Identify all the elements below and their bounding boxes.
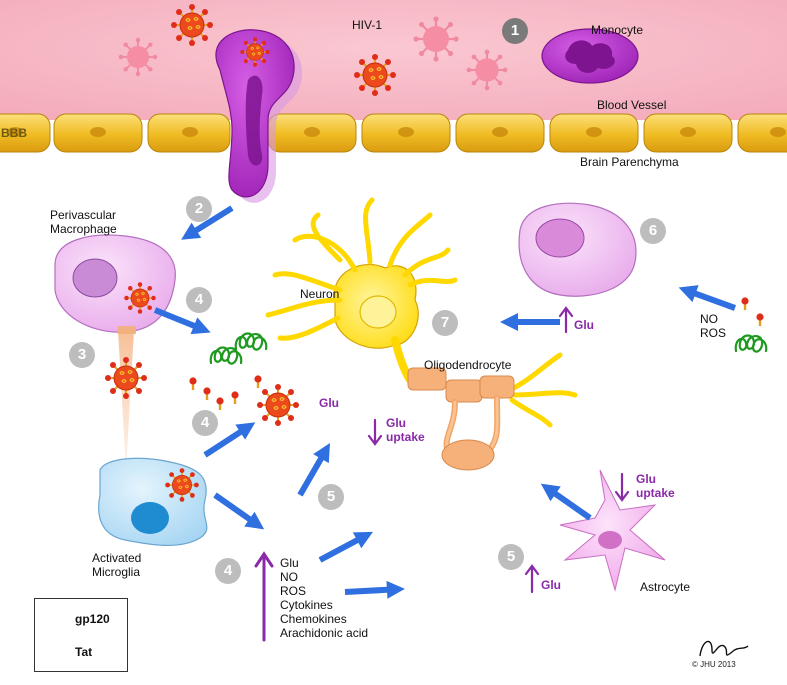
legend-gp120-label: gp120 <box>75 612 110 626</box>
copyright-text: © JHU 2013 <box>692 660 736 669</box>
step-badge-5-center: 5 <box>318 484 344 510</box>
glu-label: Glu <box>319 396 339 410</box>
monocyte-cell <box>541 28 639 84</box>
step-badge-4-upper: 4 <box>186 287 212 313</box>
legend-tat-label: Tat <box>75 645 93 659</box>
oligodendrocyte-label: Oligodendrocyte <box>424 358 512 372</box>
infection-cone <box>118 330 134 470</box>
bbb-cell-row <box>0 113 787 153</box>
glu-uptake-decrease-label: Glu uptake <box>386 416 425 444</box>
artist-signature <box>699 640 749 657</box>
mediators-list: Glu NO ROS Cytokines Chemokines Arachido… <box>280 556 369 640</box>
astrocyte-cell <box>559 469 666 592</box>
neuron-label: Neuron <box>300 287 340 301</box>
activated-microglia-cell <box>98 457 208 547</box>
activated-microglia-label: Activated Microglia <box>92 551 142 579</box>
glu-increase-astrocyte-label: Glu <box>541 578 561 592</box>
oligodendrocyte-cell <box>407 352 578 471</box>
astrocyte-label: Astrocyte <box>640 580 691 594</box>
monocyte-label: Monocyte <box>591 23 644 37</box>
brain-parenchyma-label: Brain Parenchyma <box>580 155 679 169</box>
step-badge-5-astrocyte: 5 <box>498 544 524 570</box>
blood-vessel-region <box>0 0 787 120</box>
step-badge-4-middle: 4 <box>192 410 218 436</box>
step-badge-7: 7 <box>432 310 458 336</box>
perivascular-macrophage-cell <box>54 234 176 333</box>
transmigrating-monocyte <box>215 29 303 203</box>
hiv1-label: HIV-1 <box>352 18 383 32</box>
neuron-cell <box>265 197 458 384</box>
step-badge-3: 3 <box>69 342 95 368</box>
no-ros-label: NO ROS <box>700 312 727 340</box>
legend-box: gp120 Tat <box>34 598 128 672</box>
damaged-cell <box>518 202 637 297</box>
step-badge-6: 6 <box>640 218 666 244</box>
perivascular-macrophage-label: Perivascular Macrophage <box>50 208 117 236</box>
flow-arrows <box>151 200 739 601</box>
glu-uptake-astrocyte-label: Glu uptake <box>636 472 675 500</box>
regulation-arrows <box>254 306 630 642</box>
bbb-label: BBB <box>1 126 27 140</box>
step-badge-4-lower: 4 <box>215 558 241 584</box>
glu-increase-neuron-label: Glu <box>574 318 594 332</box>
blood-vessel-label: Blood Vessel <box>597 98 667 112</box>
step-badge-1: 1 <box>502 18 528 44</box>
step-badge-2: 2 <box>186 196 212 222</box>
